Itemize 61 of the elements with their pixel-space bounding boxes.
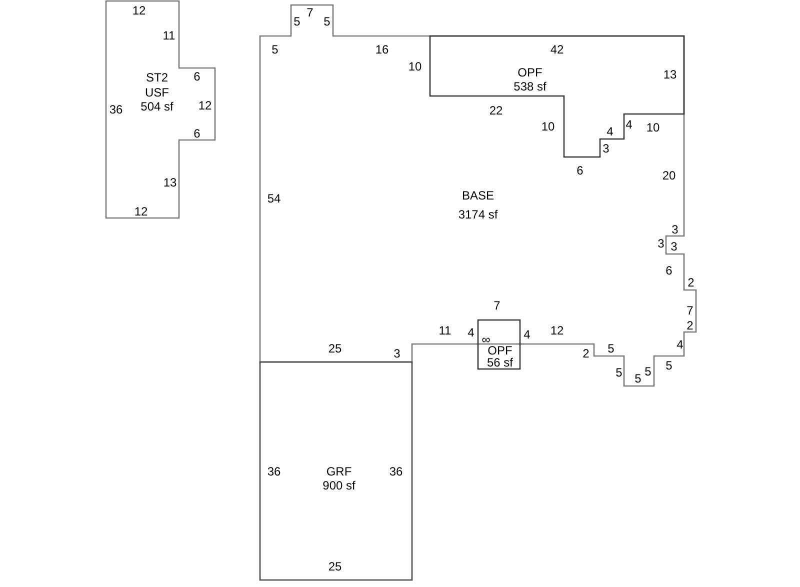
dimension-label: 11 [162, 30, 176, 42]
dimension-label: 12 [132, 4, 146, 18]
dimension-label: 6 [666, 264, 672, 278]
dimension-label: 25 [328, 342, 342, 356]
area-label: 538 sf [514, 80, 546, 94]
dimension-label: 12 [134, 206, 148, 218]
dimension-label: 20 [662, 170, 676, 182]
dimension-label: 2 [582, 348, 590, 360]
dimension-label: 6 [576, 164, 584, 178]
dimension-label: 3 [602, 142, 610, 156]
dimension-label: 10 [408, 60, 422, 74]
dimension-label: 4 [468, 326, 474, 340]
dimension-label: 54 [267, 192, 281, 206]
area-label: GRF [326, 466, 352, 478]
dimension-label: 36 [389, 466, 403, 478]
dimension-label: 7 [686, 304, 694, 318]
dimension-label: 12 [550, 324, 564, 338]
dimension-label: 5 [608, 342, 614, 356]
dimension-label: 3 [394, 348, 400, 360]
dimension-label: 4 [626, 118, 632, 132]
dimension-label: 4 [676, 338, 684, 352]
dimension-label: 2 [686, 320, 694, 332]
area-label: 56 sf [487, 356, 513, 370]
dimension-label: 7 [306, 6, 314, 20]
dimension-label: 12 [198, 100, 212, 112]
dimension-label: 5 [616, 366, 622, 380]
dimension-label: 36 [109, 104, 123, 116]
dimension-label: 22 [489, 104, 503, 118]
dimension-label: 13 [163, 176, 177, 190]
area-label: 504 sf [140, 100, 174, 114]
area-label: BASE [462, 190, 494, 202]
area-label: OPF [518, 66, 542, 80]
area-label: USF [145, 86, 169, 100]
dimension-label: 5 [324, 16, 330, 28]
area-label: ∞ [482, 334, 490, 346]
dimension-label: 5 [666, 360, 672, 372]
dimension-label: 11 [438, 324, 452, 338]
dimension-label: 5 [272, 44, 278, 56]
dimension-label: 5 [634, 372, 642, 386]
dimension-label: 25 [328, 560, 342, 574]
dimension-label: 3 [672, 224, 678, 236]
dimension-label: 16 [375, 44, 389, 56]
dimension-label: 2 [688, 276, 694, 290]
dimension-label: 6 [194, 128, 200, 140]
dimension-label: 4 [606, 126, 614, 138]
dimension-label: 10 [541, 120, 555, 134]
dimension-label: 3 [658, 238, 664, 250]
dimension-label: 42 [550, 44, 564, 56]
area-label: OPF [488, 344, 512, 358]
area-label: ST2 [146, 72, 168, 84]
dimension-label: 3 [670, 240, 678, 254]
area-label: 900 sf [322, 480, 356, 492]
dimension-label: 5 [294, 16, 300, 28]
area-label: 3174 sf [458, 208, 498, 222]
dimension-label: 36 [267, 466, 281, 478]
dimension-label: 10 [646, 122, 660, 134]
dimension-label: 7 [494, 300, 500, 312]
dimension-label: 6 [194, 70, 200, 84]
dimension-label: 4 [524, 328, 530, 342]
dimension-label: 5 [644, 366, 652, 378]
dimension-label: 13 [663, 68, 677, 82]
